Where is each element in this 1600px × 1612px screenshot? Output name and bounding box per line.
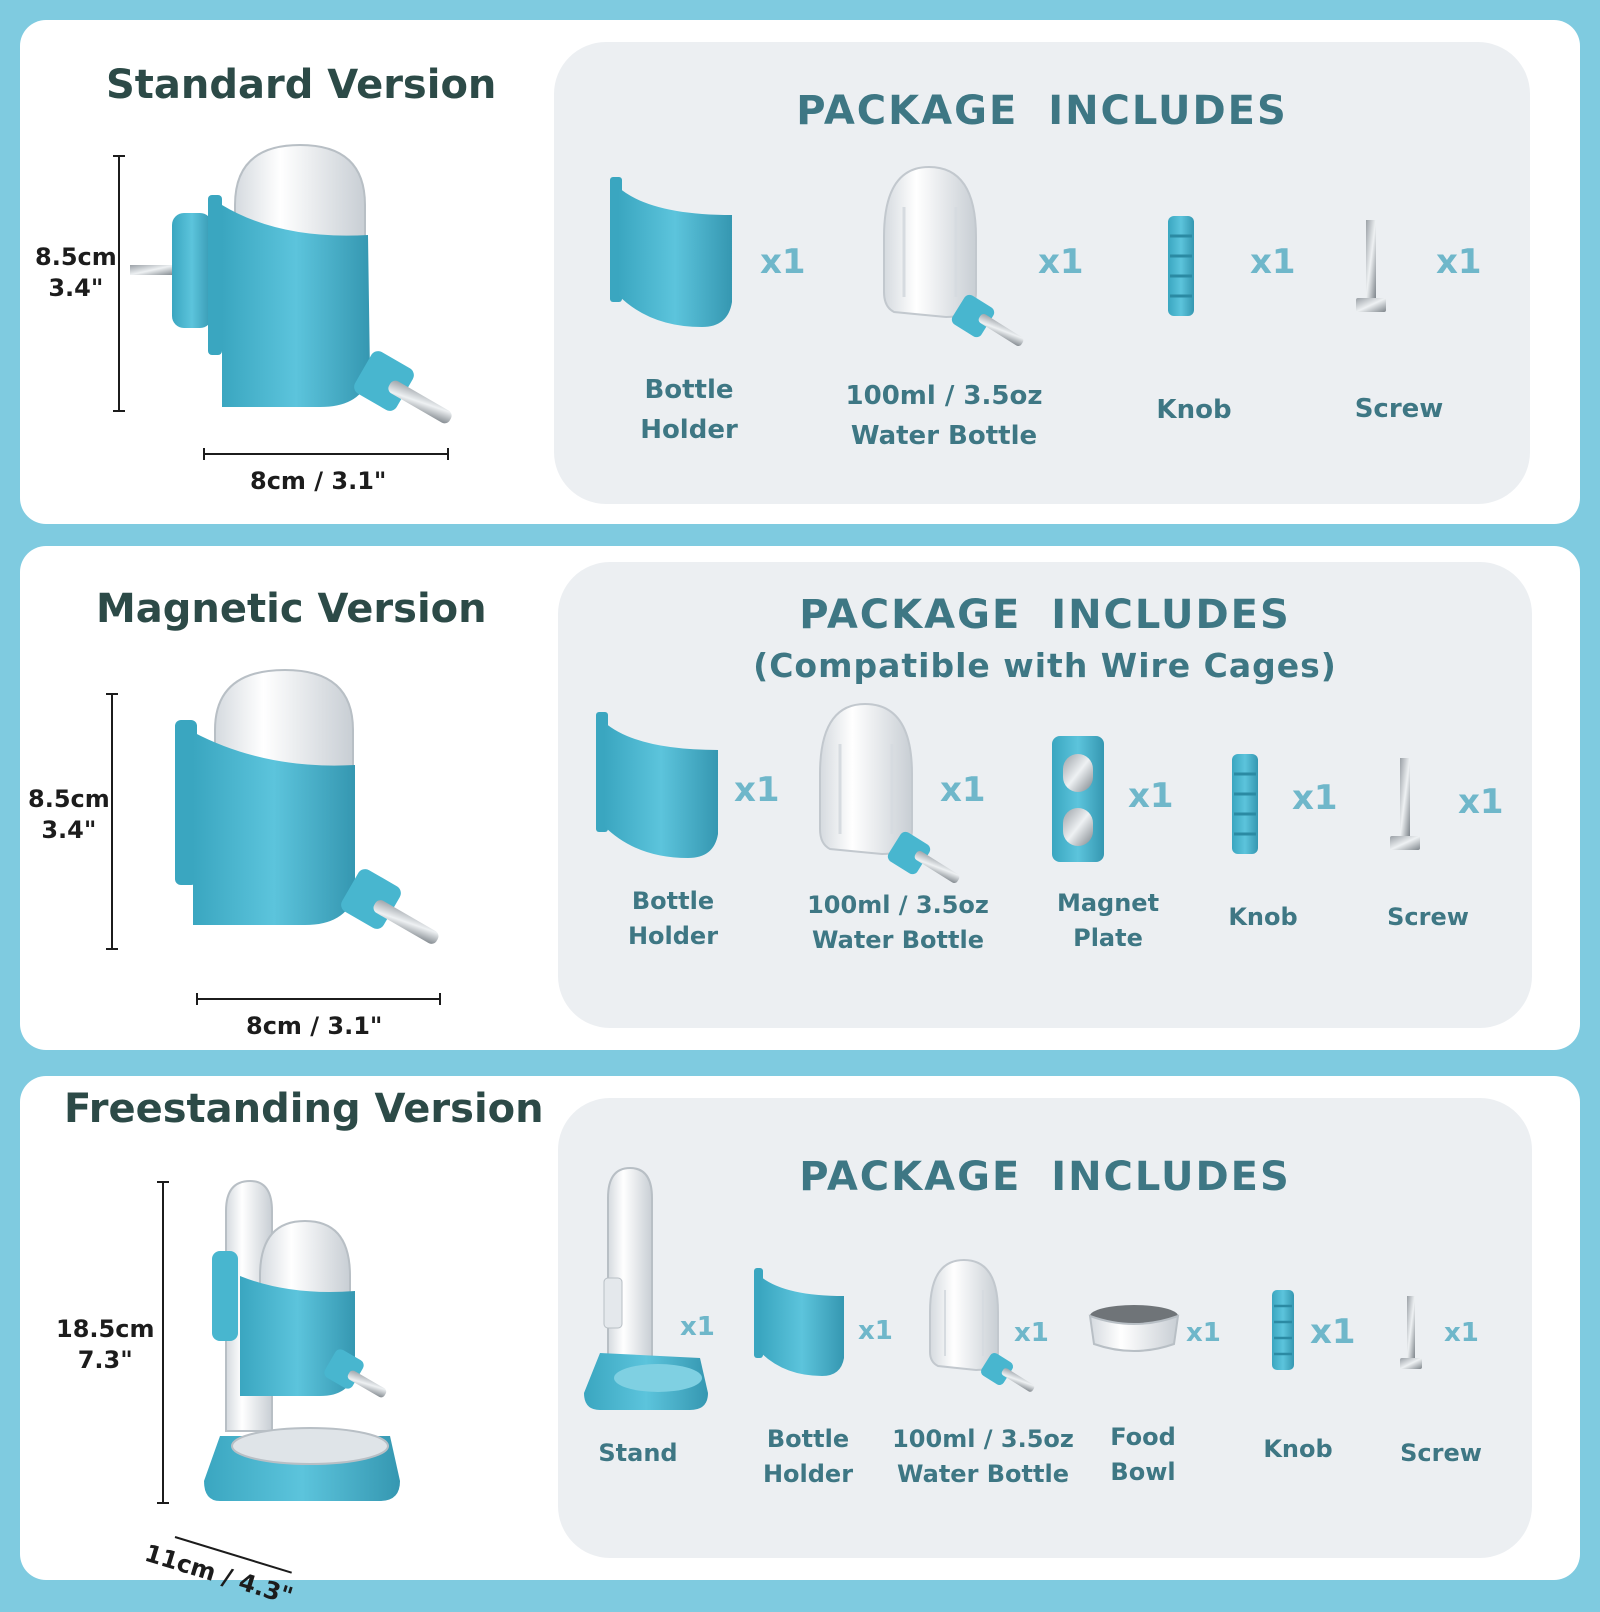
item-quantity: x1 <box>1310 1312 1356 1352</box>
width-dimension-line <box>203 453 449 455</box>
width-dimension-line <box>196 998 441 1000</box>
item-quantity: x1 <box>1458 782 1504 822</box>
package-includes-title: PACKAGE INCLUDES <box>799 1154 1291 1200</box>
item-quantity: x1 <box>1250 242 1296 282</box>
item-label: Stand <box>598 1439 678 1467</box>
knob-icon <box>1168 216 1194 316</box>
screw-icon <box>1390 758 1420 850</box>
standard-bottle-illustration <box>130 143 452 424</box>
magnetic-bottle-illustration <box>175 668 439 944</box>
package-includes-panel: PACKAGE INCLUDES (Compatible with Wire C… <box>558 562 1532 1028</box>
height-dimension-cap <box>113 155 125 157</box>
height-dimension-cap <box>106 948 118 950</box>
bottle-holder-icon <box>596 712 718 858</box>
item-label: Screw <box>1354 394 1444 424</box>
package-includes-subtitle: (Compatible with Wire Cages) <box>753 646 1337 685</box>
screw-icon <box>1356 220 1386 312</box>
item-quantity: x1 <box>1292 778 1338 818</box>
item-label: Screw <box>1400 1439 1482 1467</box>
package-includes-title: PACKAGE INCLUDES <box>796 88 1288 134</box>
screw-icon <box>1400 1296 1422 1369</box>
item-quantity: x1 <box>858 1316 893 1346</box>
item-label: Knob <box>1156 395 1232 425</box>
standard-version-title: Standard Version <box>106 62 497 108</box>
water-bottle-icon <box>819 702 960 883</box>
item-quantity: x1 <box>1436 242 1482 282</box>
width-dimension-cap <box>447 448 449 460</box>
bottle-holder-icon <box>610 177 732 327</box>
height-dimension-line <box>111 694 113 950</box>
item-quantity: x1 <box>1128 776 1174 816</box>
item-quantity: x1 <box>734 770 780 810</box>
freestanding-bottle-illustration <box>204 1179 400 1501</box>
item-label: Knob <box>1263 1435 1333 1463</box>
width-dimension-cap <box>439 993 441 1005</box>
item-label: Screw <box>1387 903 1469 931</box>
item-label: Knob <box>1228 903 1298 931</box>
knob-icon <box>1272 1290 1294 1370</box>
height-dimension-cap <box>106 693 118 695</box>
package-includes-title: PACKAGE INCLUDES <box>799 592 1291 638</box>
width-dimension-label: 8cm / 3.1" <box>250 467 387 495</box>
magnetic-version-title: Magnetic Version <box>96 586 487 632</box>
height-dimension-cap <box>113 410 125 412</box>
item-quantity: x1 <box>1038 242 1084 282</box>
item-quantity: x1 <box>940 770 986 810</box>
item-quantity: x1 <box>680 1312 715 1342</box>
height-dimension-cap <box>157 1181 169 1183</box>
height-dimension-line <box>118 156 120 412</box>
item-quantity: x1 <box>1014 1318 1049 1348</box>
bottle-holder-icon <box>754 1268 844 1376</box>
magnet-plate-icon <box>1052 736 1104 862</box>
water-bottle-icon <box>929 1258 1035 1392</box>
height-dimension-line <box>162 1182 164 1504</box>
item-quantity: x1 <box>1444 1318 1479 1348</box>
knob-icon <box>1232 754 1258 854</box>
width-dimension-cap <box>196 993 198 1005</box>
width-dimension-cap <box>203 448 205 460</box>
width-dimension-label: 8cm / 3.1" <box>246 1012 383 1040</box>
item-quantity: x1 <box>760 242 806 282</box>
freestanding-version-title: Freestanding Version <box>64 1086 544 1132</box>
item-quantity: x1 <box>1186 1318 1221 1348</box>
food-bowl-icon <box>1088 1305 1180 1352</box>
stand-icon <box>584 1166 708 1410</box>
height-dimension-cap <box>157 1502 169 1504</box>
water-bottle-icon <box>883 165 1024 346</box>
